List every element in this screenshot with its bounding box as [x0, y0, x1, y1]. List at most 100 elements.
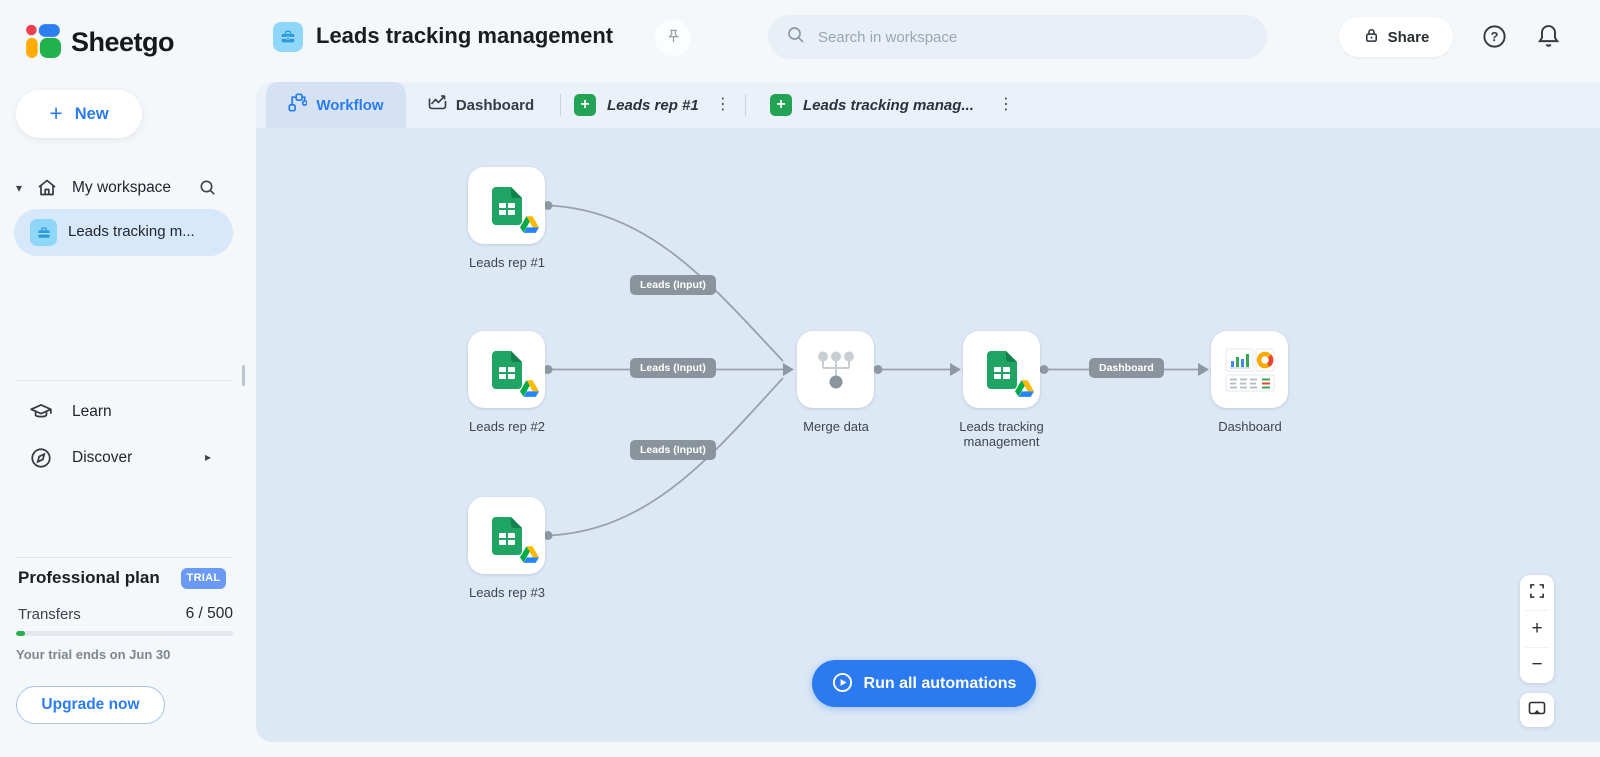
node-label: Merge data — [803, 419, 869, 434]
help-button[interactable]: ? — [1479, 23, 1509, 53]
search-input[interactable] — [818, 28, 1249, 46]
discover-label: Discover — [72, 449, 133, 466]
tab-leads-rep-1[interactable]: + Leads rep #1 ⋮ — [574, 82, 735, 128]
edge-label-dashboard[interactable]: Dashboard — [1089, 358, 1164, 378]
new-button-label: New — [74, 104, 109, 123]
workflow-edges — [543, 201, 1209, 540]
tab-strip: Workflow Dashboard + Leads rep #1 ⋮ — [256, 82, 1600, 128]
workspace-search — [768, 15, 1267, 59]
tab-divider — [560, 94, 561, 116]
zoom-panel-divider — [1525, 646, 1549, 648]
tab-workflow[interactable]: Workflow — [266, 82, 406, 128]
node-label: Dashboard — [1218, 419, 1282, 434]
edge-label-leads-input-2[interactable]: Leads (Input) — [630, 358, 716, 378]
sheetgo-logo-icon — [24, 21, 62, 64]
compass-icon — [29, 446, 53, 475]
workflow-briefcase-icon — [273, 22, 303, 52]
zoom-out-button[interactable]: − — [1520, 648, 1554, 683]
pin-icon — [665, 28, 682, 48]
presentation-screen-icon — [1528, 700, 1546, 721]
node-label: Leads tracking management — [959, 419, 1044, 449]
transfers-label: Transfers — [18, 606, 81, 623]
google-drive-icon — [520, 546, 539, 568]
tab-label: Workflow — [316, 96, 384, 114]
pin-button[interactable] — [655, 20, 691, 56]
node-merge-data[interactable] — [797, 331, 874, 408]
search-icon — [786, 25, 806, 50]
plan-name: Professional plan — [18, 568, 160, 587]
fullscreen-button[interactable] — [1520, 575, 1554, 610]
sidebar-divider — [16, 557, 232, 558]
sidebar-item-label: Leads tracking m... — [68, 223, 195, 240]
tab-divider — [745, 94, 746, 116]
plus-icon: + — [49, 99, 63, 126]
dashboard-icon — [1225, 348, 1274, 391]
node-leads-rep-3[interactable] — [468, 497, 545, 574]
fullscreen-icon — [1530, 582, 1544, 604]
caret-down-icon[interactable]: ▾ — [16, 181, 23, 195]
sidebar-item-learn[interactable]: Learn — [0, 396, 256, 430]
transfers-progress-fill — [16, 631, 25, 636]
minimap-button[interactable] — [1520, 693, 1554, 727]
node-label: Leads rep #1 — [469, 255, 545, 270]
tab-dashboard[interactable]: Dashboard — [416, 82, 546, 128]
google-drive-icon — [520, 216, 539, 238]
chevron-right-icon: ▸ — [205, 450, 212, 464]
google-sheets-icon — [491, 186, 522, 225]
share-label: Share — [1387, 28, 1430, 46]
zoom-panel-divider — [1525, 610, 1549, 612]
workspace-search-icon[interactable] — [198, 178, 218, 203]
svg-text:?: ? — [1490, 29, 1498, 44]
tab-leads-tracking-management[interactable]: + Leads tracking manag... ⋮ — [770, 82, 1018, 128]
share-button[interactable]: Share — [1339, 17, 1453, 57]
workspace-label: My workspace — [72, 179, 172, 196]
trial-note: Your trial ends on Jun 30 — [16, 647, 171, 662]
google-sheets-icon — [491, 516, 522, 555]
node-leads-rep-1[interactable] — [468, 167, 545, 244]
sidebar-divider — [16, 380, 232, 381]
tab-label: Dashboard — [455, 96, 535, 114]
edge-label-leads-input-1[interactable]: Leads (Input) — [630, 275, 716, 295]
upgrade-button[interactable]: Upgrade now — [16, 686, 165, 724]
transfers-value: 6 / 500 — [185, 605, 233, 622]
brand-name: Sheetgo — [71, 27, 175, 57]
edge-label-leads-input-3[interactable]: Leads (Input) — [630, 440, 716, 460]
sheet-add-icon: + — [770, 94, 792, 116]
run-all-automations-button[interactable]: Run all automations — [812, 660, 1036, 707]
workflow-canvas[interactable]: Leads rep #1 Leads rep #2 — [256, 128, 1600, 742]
play-icon — [832, 672, 853, 696]
sheetgo-logo[interactable]: Sheetgo — [24, 21, 175, 64]
home-icon — [36, 177, 58, 204]
node-leads-tracking-management[interactable] — [963, 331, 1040, 408]
sidebar-item-discover[interactable]: Discover ▸ — [0, 442, 256, 476]
google-drive-icon — [520, 380, 539, 402]
sidebar-scrollbar-thumb[interactable] — [242, 365, 245, 386]
transfers-progress-bar — [16, 631, 233, 636]
bell-icon — [1536, 23, 1561, 53]
node-label: Leads rep #3 — [469, 585, 545, 600]
tab-label: Leads rep #1 — [607, 96, 699, 114]
zoom-in-button[interactable]: + — [1520, 611, 1554, 646]
google-sheets-icon — [491, 350, 522, 389]
new-button[interactable]: + New — [16, 90, 142, 138]
notifications-button[interactable] — [1533, 23, 1563, 53]
learn-label: Learn — [72, 403, 112, 420]
sidebar: + New ▾ My workspace — [0, 82, 256, 757]
lock-icon — [1363, 27, 1380, 47]
graduation-cap-icon — [29, 400, 53, 429]
node-leads-rep-2[interactable] — [468, 331, 545, 408]
google-sheets-icon — [986, 350, 1017, 389]
main-panel: Workflow Dashboard + Leads rep #1 ⋮ — [256, 82, 1600, 742]
trial-badge: TRIAL — [181, 568, 226, 589]
google-drive-icon — [1015, 380, 1034, 402]
tab-menu-kebab-icon[interactable]: ⋮ — [994, 95, 1018, 115]
chart-icon — [428, 93, 447, 117]
node-dashboard[interactable] — [1211, 331, 1288, 408]
sidebar-item-leads-tracking[interactable]: Leads tracking m... — [14, 209, 233, 256]
sidebar-item-my-workspace[interactable]: ▾ My workspace — [0, 174, 256, 204]
help-icon: ? — [1481, 23, 1508, 53]
tab-menu-kebab-icon[interactable]: ⋮ — [711, 95, 735, 115]
sheet-add-icon: + — [574, 94, 596, 116]
node-label: Leads rep #2 — [469, 419, 545, 434]
